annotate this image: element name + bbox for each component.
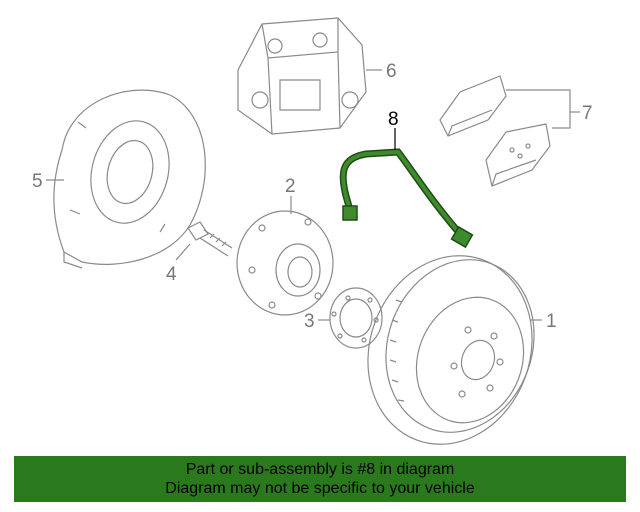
brake-rotor[interactable] — [342, 232, 558, 455]
leader-4 — [175, 243, 191, 261]
callout-4: 4 — [166, 264, 177, 285]
callout-1: 1 — [546, 311, 557, 332]
caliper[interactable] — [237, 17, 367, 135]
callout-2: 2 — [285, 176, 296, 197]
callout-7: 7 — [582, 103, 593, 124]
banner-line-2: Diagram may not be specific to your vehi… — [165, 480, 475, 497]
callout-5: 5 — [32, 171, 43, 192]
callout-6: 6 — [386, 61, 397, 82]
callout-3: 3 — [304, 311, 315, 332]
hub[interactable] — [236, 210, 334, 316]
dust-shield[interactable] — [53, 89, 206, 269]
parts-diagram: 5 6 7 8 4 — [32, 17, 593, 455]
wheel-stud[interactable] — [187, 221, 233, 257]
callout-8: 8 — [388, 109, 399, 130]
brake-pads[interactable] — [439, 75, 551, 187]
info-banner: Part or sub-assembly is #8 in diagram Di… — [14, 456, 626, 502]
brake-hose[interactable] — [339, 148, 474, 249]
shim-ring[interactable] — [329, 287, 383, 349]
leader-7 — [506, 89, 571, 129]
banner-line-1: Part or sub-assembly is #8 in diagram — [185, 461, 455, 478]
